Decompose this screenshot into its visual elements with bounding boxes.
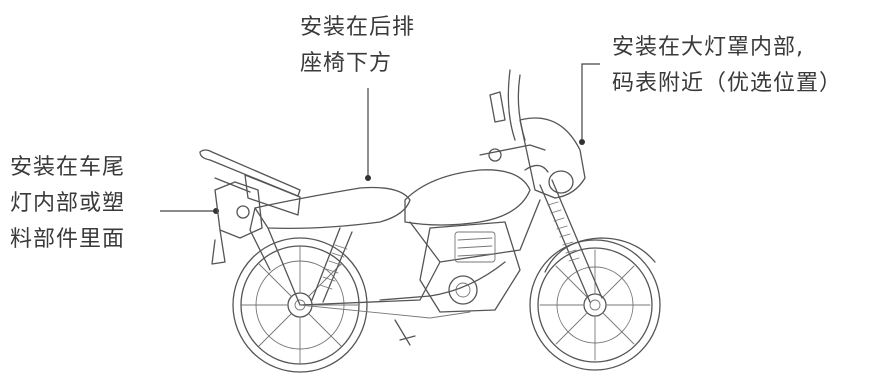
headlight-marker-dot [579,139,585,145]
front-fork [539,179,603,303]
tail-light-label-line-2: 灯内部或塑 [10,191,126,216]
rear-wheel [232,237,368,373]
headlight-leader-line [581,63,600,142]
headlight-label-line-1: 安装在大灯罩内部, [612,35,804,60]
leader-lines [160,63,600,214]
tail-light-label: 安装在车尾 灯内部或塑 料部件里面 [10,150,125,258]
frame [249,199,541,319]
under-seat-label: 安装在后排 座椅下方 [300,10,415,82]
headlight-label: 安装在大灯罩内部, 码表附近（优选位置） [612,30,842,102]
tail-section [211,181,263,265]
tail-light-label-line-1: 安装在车尾 [10,155,126,180]
engine [419,221,521,313]
rear-rack [199,149,301,216]
tail-light-label-line-3: 料部件里面 [10,227,126,252]
under-seat-label-line-1: 安装在后排 [300,15,416,40]
rear-shock [311,227,353,303]
under-seat-label-line-2: 座椅下方 [300,51,393,76]
under-seat-marker-dot [365,175,371,181]
exhaust-pipe [379,261,506,301]
headlight-label-line-2: 码表附近（优选位置） [612,71,843,96]
front-fender [544,237,656,273]
kickstand [394,319,416,346]
front-wheel [529,239,661,371]
seat [254,186,411,230]
fuel-tank [404,169,531,226]
front-assembly [479,69,586,199]
